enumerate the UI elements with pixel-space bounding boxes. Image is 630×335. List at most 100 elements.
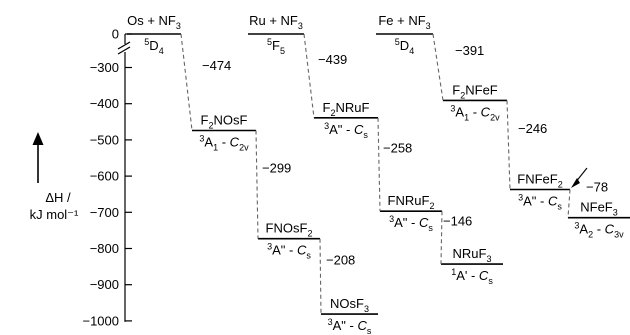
species-label-part: 2 [307,229,312,239]
pointer-arrow-icon [571,178,580,188]
reactants-label: Ru + NF3 [249,13,303,31]
reactants-sub: 3 [426,21,431,31]
state-label-part: 2v [239,142,249,152]
species-label-part: NOsF [330,296,364,311]
state-label-part: s [557,201,562,211]
axis-break-mark [117,41,131,50]
enthalpy-change-label: −474 [202,58,231,73]
species-label-part: 2 [208,120,213,130]
state-label-part: 3 [267,242,272,252]
state-label-part: C [481,104,491,119]
reactant-state-label-part: 5 [144,37,149,47]
state-label-part: s [306,251,311,261]
reactant-state-label-part: F [272,38,280,53]
state-label-part: s [367,326,372,335]
state-label-part: C [354,122,364,137]
enthalpy-change-label: −208 [326,252,355,267]
state-label-part: A" - [394,215,419,230]
state-label-part: 3 [324,121,329,131]
species-label-part: 2 [330,108,335,118]
transition-connector [319,238,322,315]
state-label: 3A" - Cs [267,242,311,261]
axis-label-line2: kJ mol⁻¹ [30,207,79,222]
enthalpy-change-label: −391 [455,43,484,58]
axis-tick-label: −900 [90,277,119,292]
reactant-state-label-part: D [149,38,158,53]
transition-connector [506,100,511,190]
reactants-label: Fe + NF3 [378,13,430,31]
species-label-part: F [201,112,209,127]
state-label-part: A' - [456,268,479,283]
reactants-text: Ru + NF [249,13,298,28]
state-label-part: C [548,193,558,208]
species-label: FNRuF2 [388,193,435,211]
enthalpy-change-label: −146 [443,214,472,229]
reactants-sub: 3 [298,21,303,31]
reactants-text: Os + NF [127,13,176,28]
state-label: 3A2 - C3v [574,221,624,240]
axis-tick-label: −500 [90,132,119,147]
state-label: 3A1 - C2v [199,133,249,152]
species-label-part: NOsF [214,112,248,127]
enthalpy-change-label: −439 [318,52,347,67]
state-label-part: C [479,268,489,283]
state-label-part: - [218,134,230,149]
species-label: NFeF3 [580,200,618,218]
state-label-part: s [363,130,368,140]
state-label-part: A" - [333,318,358,333]
axis-tick-label: −700 [90,205,119,220]
state-label-part: 1 [213,142,218,152]
state-label-part: C [297,243,307,258]
transition-connector [303,33,315,118]
state-label-part: 3 [518,192,523,202]
state-label-part: 3 [574,221,579,231]
species-label-part: 3 [364,304,369,314]
transition-connector [255,130,259,239]
state-label-part: s [488,276,493,286]
reactant-state-label: 5F5 [267,37,285,56]
species-label-part: FNOsF [266,221,308,236]
reactant-state-label-part: 5 [280,46,285,56]
state-label-part: C [419,215,429,230]
species-label-part: F [323,100,331,115]
species-label-part: 3 [613,208,618,218]
transition-connector [567,189,571,218]
species-label: F2NRuF [323,100,370,118]
species-label: F2NOsF [201,112,248,130]
state-label-part: s [428,223,433,233]
transition-connector [180,33,193,131]
species-label-part: 2 [429,201,434,211]
state-label-part: 3 [328,317,333,327]
reactants-sub: 3 [176,21,181,31]
state-label-part: 1 [451,267,456,277]
energy-arrow-icon [32,132,44,145]
state-label-part: 3v [614,230,624,240]
state-label-part: A [204,134,213,149]
species-label: FNOsF2 [266,221,313,239]
state-label: 3A" - Cs [324,121,368,140]
species-label-part: NRuF [453,246,487,261]
axis-tick-label: 0 [112,27,119,42]
axis-tick-label: −600 [90,169,119,184]
species-label-part: NFeF [580,200,613,215]
state-label-part: C [605,222,615,237]
species-label-part: 2 [460,90,465,100]
state-label-part: 2v [490,112,500,122]
reactant-state-label: 5D4 [144,37,163,56]
reactant-state-label-part: D [400,38,409,53]
axis-tick-label: −800 [90,241,119,256]
enthalpy-change-label: −258 [383,141,412,156]
reactants-text: Fe + NF [378,13,425,28]
axis-break-mark [117,46,131,55]
state-label: 3A" - Cs [518,192,562,211]
species-label: F2NFeF [452,82,498,100]
reactants-label: Os + NF3 [127,13,181,31]
state-label: 3A1 - C2v [450,103,500,122]
species-label-part: 3 [486,254,491,264]
state-label: 1A' - Cs [451,267,493,286]
state-label-part: C [230,134,240,149]
